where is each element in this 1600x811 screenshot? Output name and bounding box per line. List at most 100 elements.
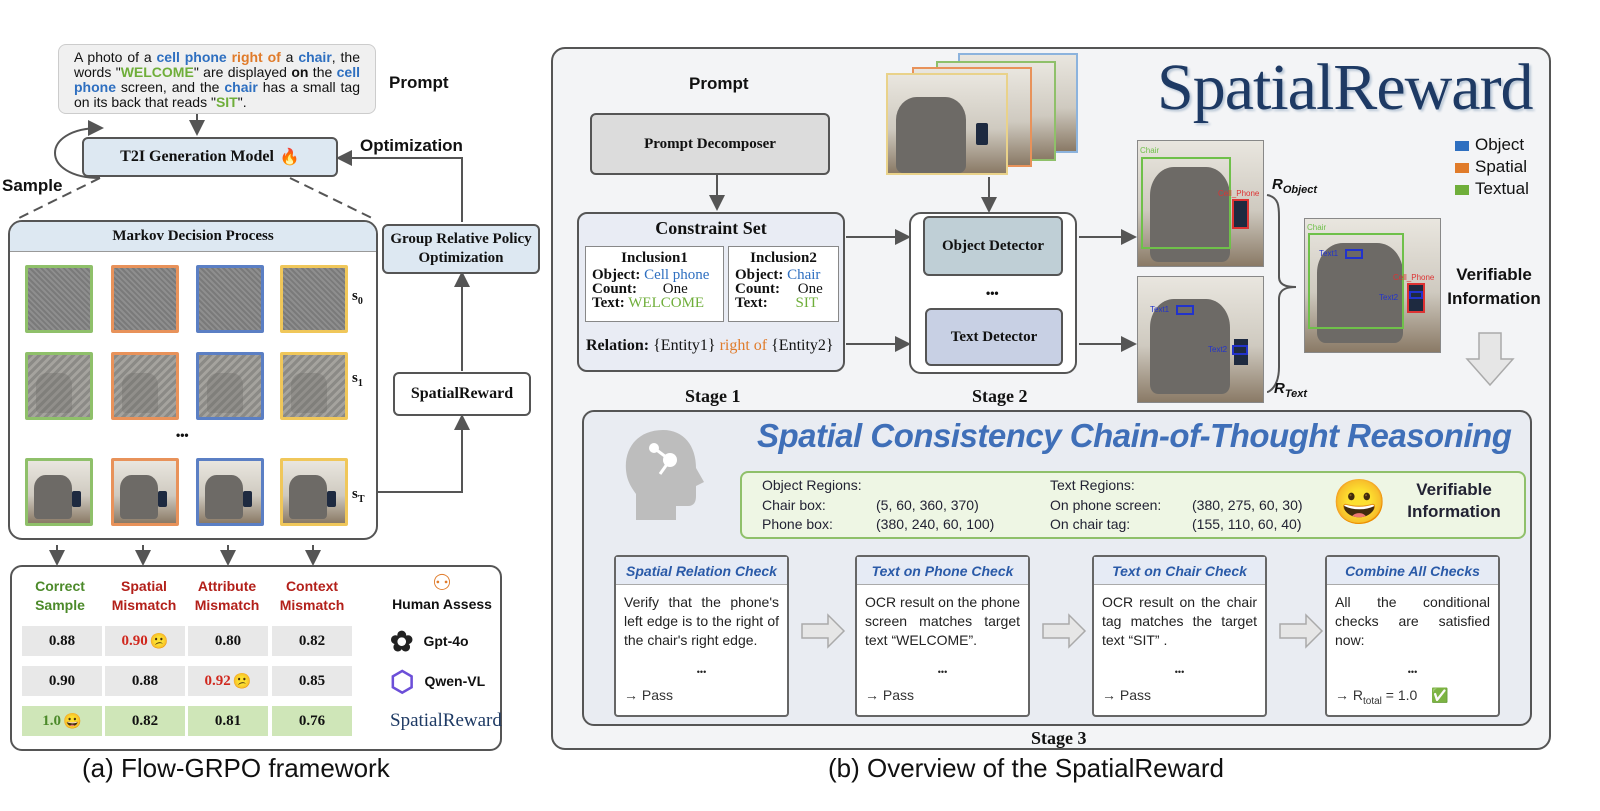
cot-title: Spatial Consistency Chain-of-Thought Rea… bbox=[757, 417, 1512, 454]
state-image bbox=[111, 458, 179, 526]
phone-box-value: (380, 240, 60, 100) bbox=[876, 516, 995, 532]
object-detection-image: Chair Cell_Phone bbox=[1137, 140, 1264, 267]
phone-box-key: Phone box: bbox=[762, 516, 833, 532]
state-label-s0: s0 bbox=[352, 288, 363, 307]
state-image bbox=[280, 352, 348, 420]
prompt-segment: " are displayed bbox=[193, 64, 292, 80]
model-label: ✿Gpt-4o bbox=[390, 625, 469, 657]
bbox-label-chair: Chair bbox=[1140, 146, 1160, 155]
state-label-s1: s1 bbox=[352, 370, 363, 389]
check-mark-icon: ✅ bbox=[1431, 687, 1449, 703]
inc1-count: Count: One bbox=[592, 281, 688, 297]
state-image bbox=[111, 352, 179, 420]
check-body: OCR result on the chair tag matches the … bbox=[1102, 594, 1257, 648]
check-title: Spatial Relation Check bbox=[616, 557, 787, 585]
table-header: Spatial Mismatch bbox=[111, 578, 177, 613]
brand-title: SpatialReward bbox=[1157, 51, 1534, 124]
table-cell: 0.90 bbox=[22, 666, 102, 696]
table-cell: 0.88 bbox=[105, 666, 185, 696]
inc2-count: Count: One bbox=[735, 281, 823, 297]
grpo-box: Group Relative Policy Optimization bbox=[382, 224, 540, 274]
constraint-title: Constraint Set bbox=[655, 218, 767, 238]
combined-label-text1: Text1 bbox=[1319, 249, 1339, 258]
state-image bbox=[25, 458, 93, 526]
combined-label-chair: Chair bbox=[1307, 223, 1327, 232]
check-result: → Rtotal = 1.0✅ bbox=[1335, 687, 1449, 707]
prompt-label: Prompt bbox=[389, 73, 449, 92]
human-assess-label: Human Assess bbox=[392, 596, 492, 612]
inclusion1-title: Inclusion1 bbox=[621, 250, 688, 266]
prompt-segment: chair bbox=[298, 49, 332, 65]
inclusion2: Inclusion2 Object: Chair Count: One Text… bbox=[728, 246, 839, 322]
inc1-object: Object: Cell phone bbox=[592, 267, 710, 283]
object-detector: Object Detector bbox=[923, 216, 1063, 276]
check-dots: ••• bbox=[937, 667, 948, 677]
table-cell: 0.82 bbox=[105, 706, 185, 736]
object-regions-title: Object Regions: bbox=[762, 477, 862, 493]
bbox-label-phone: Cell_Phone bbox=[1218, 189, 1260, 198]
relation-line: Relation: {Entity1} right of {Entity2} bbox=[586, 337, 834, 354]
table-header: Correct Sample bbox=[35, 578, 85, 613]
prompt-segment: the bbox=[308, 64, 337, 80]
state-image bbox=[280, 265, 348, 333]
prompt-segment: chair bbox=[224, 79, 258, 95]
inclusion2-title: Inclusion2 bbox=[750, 250, 817, 266]
smile-icon: 😀 bbox=[1332, 478, 1387, 527]
table-header: Context Mismatch bbox=[279, 578, 345, 613]
check-body: All the conditional checks are satisfied… bbox=[1335, 594, 1490, 648]
tag-key: On chair tag: bbox=[1050, 516, 1131, 532]
caption-a: (a) Flow-GRPO framework bbox=[82, 753, 390, 783]
inc2-text: Text: SIT bbox=[735, 295, 819, 311]
r-object-label: RObject bbox=[1272, 176, 1318, 196]
table-cell: 0.85 bbox=[272, 666, 352, 696]
confused-face-icon: 😕 bbox=[232, 673, 252, 690]
human-assess: ⚇ Human Assess bbox=[392, 570, 492, 612]
human-assess-icon: ⚇ bbox=[432, 570, 452, 595]
regions-box: Object Regions: Chair box: (5, 60, 360, … bbox=[740, 471, 1526, 539]
table-cell: 1.0😀 bbox=[22, 706, 102, 736]
state-image bbox=[196, 352, 264, 420]
table-cell: 0.92😕 bbox=[188, 666, 268, 696]
legend-label: Textual bbox=[1475, 179, 1529, 198]
verifiable-info-label: Verifiable Information bbox=[1447, 265, 1541, 308]
legend-swatch bbox=[1455, 141, 1469, 151]
optimization-label: Optimization bbox=[360, 136, 463, 155]
prompt-decomposer: Prompt Decomposer bbox=[590, 113, 830, 175]
bbox-label-text1: Text1 bbox=[1150, 305, 1170, 314]
check-result: → Pass bbox=[865, 687, 915, 703]
table-cell: 0.80 bbox=[188, 626, 268, 656]
check-body: Verify that the phone's left edge is to … bbox=[624, 594, 779, 648]
mdp-dots: ••• bbox=[176, 428, 189, 442]
t2i-label: T2I Generation Model bbox=[120, 148, 274, 165]
state-image bbox=[280, 458, 348, 526]
prompt-segment: right of bbox=[231, 49, 281, 65]
check-dots: ••• bbox=[1407, 667, 1418, 677]
legend-swatch bbox=[1455, 185, 1469, 195]
right-connectors bbox=[709, 175, 1515, 393]
tag-value: (155, 110, 60, 40) bbox=[1192, 516, 1302, 532]
bbox-label-text2: Text2 bbox=[1208, 345, 1228, 354]
text-detection-image: Text1 Text2 bbox=[1137, 276, 1264, 403]
model-label: SpatialReward bbox=[390, 710, 502, 731]
check-result: → Pass bbox=[624, 687, 674, 703]
table-cell: 0.90😕 bbox=[105, 626, 185, 656]
prompt-segment: SIT bbox=[215, 94, 238, 110]
table-header: Attribute Mismatch bbox=[194, 578, 260, 613]
screen-value: (380, 275, 60, 30) bbox=[1192, 497, 1303, 513]
prompt-segment: a bbox=[280, 49, 299, 65]
table-cell: 0.76 bbox=[272, 706, 352, 736]
stage1-label: Stage 1 bbox=[685, 386, 741, 406]
check-title: Combine All Checks bbox=[1327, 557, 1498, 585]
inc1-text: Text: WELCOME bbox=[592, 295, 705, 311]
state-image bbox=[25, 352, 93, 420]
chair-box-value: (5, 60, 360, 370) bbox=[876, 497, 979, 513]
prompt-segment: WELCOME bbox=[120, 64, 194, 80]
openai-logo-icon: ✿ bbox=[390, 625, 414, 657]
check-dots: ••• bbox=[696, 667, 707, 677]
table-cell: 0.82 bbox=[272, 626, 352, 656]
legend-label: Object bbox=[1475, 135, 1525, 154]
confused-face-icon: 😕 bbox=[149, 633, 169, 650]
chair-box-key: Chair box: bbox=[762, 497, 826, 513]
sample-label: Sample bbox=[2, 176, 63, 195]
state-image bbox=[196, 458, 264, 526]
